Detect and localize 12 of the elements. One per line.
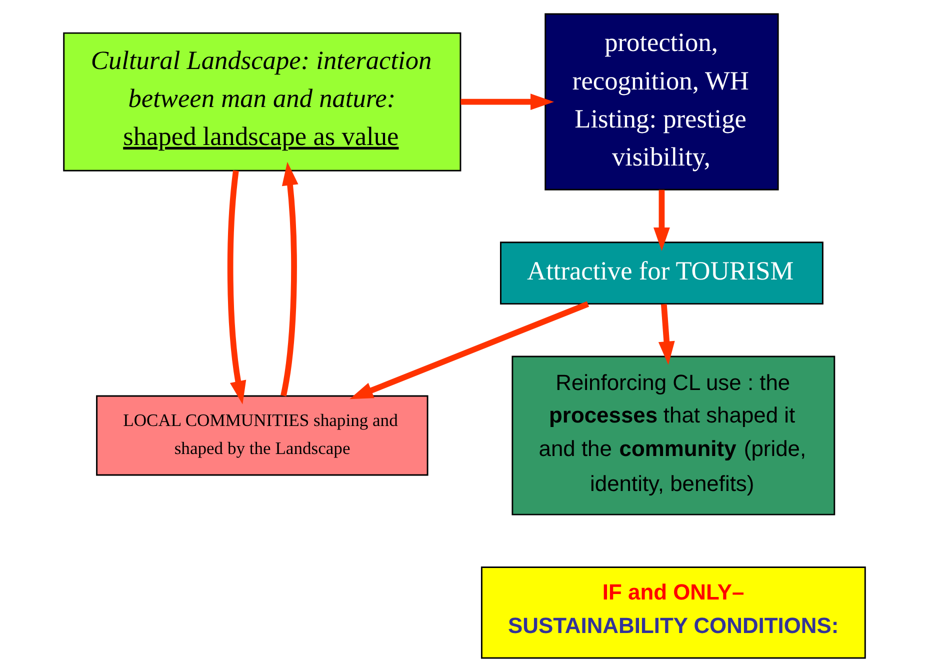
arrow xyxy=(658,304,674,365)
arrow xyxy=(280,162,298,396)
arrow xyxy=(652,190,670,252)
arrow xyxy=(460,94,554,110)
node-box: Reinforcing CL use : the processes that shaped it and the community (pride, identity, benefits) xyxy=(511,356,835,516)
arrow xyxy=(226,170,246,404)
node-box: IF and ONLY– SUSTAINABILITY CONDITIONS: xyxy=(480,566,866,659)
arrow xyxy=(349,301,589,400)
node-box: Attractive for TOURISM xyxy=(500,242,823,305)
node-box: LOCAL COMMUNITIES shaping and shaped by the Landscape xyxy=(96,395,428,476)
node-box: Cultural Landscape: interaction between man and nature: shaped landscape as value xyxy=(62,32,461,172)
node-box: protection, recognition, WH Listing: prestige visibility, xyxy=(544,13,778,190)
